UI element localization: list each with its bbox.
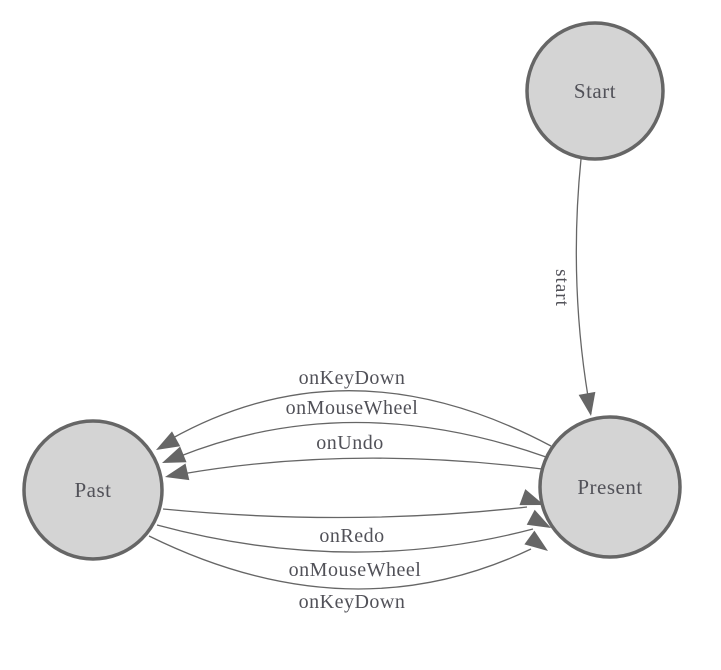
edge-path[interactable] (177, 421, 547, 458)
transition-edge-past-to-present-onkeydown[interactable]: onKeyDown (148, 530, 553, 613)
nodes-layer: Start Present Past (22, 21, 682, 561)
arrowhead-icon (519, 489, 544, 506)
transition-edge-present-to-past-onmousewheel[interactable]: onMouseWheel (159, 397, 547, 471)
transition-label: onKeyDown (299, 591, 406, 613)
state-circle[interactable] (22, 419, 164, 561)
edge-path[interactable] (575, 158, 592, 415)
transition-label: start (551, 269, 572, 307)
transition-label: onUndo (316, 432, 383, 454)
transition-label: onKeyDown (299, 367, 406, 389)
state-node-label: Start (574, 79, 616, 103)
edge-path[interactable] (170, 390, 552, 447)
edge-path[interactable] (156, 524, 534, 553)
arrowhead-icon (524, 530, 548, 551)
state-node-label: Past (74, 478, 111, 502)
transition-edge-past-to-present-onredo[interactable]: onRedo (162, 489, 547, 547)
transition-label: onMouseWheel (286, 397, 419, 419)
arrowhead-icon (156, 431, 181, 450)
state-circle[interactable] (525, 21, 665, 161)
transition-edge-past-to-present-onmousewheel[interactable]: onMouseWheel (156, 509, 555, 581)
arrowhead-icon (526, 509, 551, 528)
edge-path[interactable] (148, 535, 532, 590)
state-node-start[interactable]: Start (525, 21, 665, 161)
edges-layer: start onKeyDown onMouseWheel onUndo onRe… (148, 158, 599, 613)
edge-path[interactable] (162, 506, 528, 519)
state-node-past[interactable]: Past (22, 419, 164, 561)
state-circle[interactable] (538, 415, 682, 559)
transition-label: onRedo (319, 525, 384, 547)
state-node-present[interactable]: Present (538, 415, 682, 559)
transition-edge-present-to-past-onkeydown[interactable]: onKeyDown (152, 367, 552, 457)
state-node-label: Present (577, 475, 642, 499)
transition-label: onMouseWheel (289, 559, 422, 581)
arrowhead-icon (578, 391, 596, 416)
transition-edge-start-to-present[interactable]: start (551, 158, 599, 417)
edge-path[interactable] (181, 457, 543, 475)
arrowhead-icon (165, 463, 190, 481)
transition-edge-present-to-past-onundo[interactable]: onUndo (163, 432, 543, 485)
arrowhead-icon (162, 446, 187, 463)
